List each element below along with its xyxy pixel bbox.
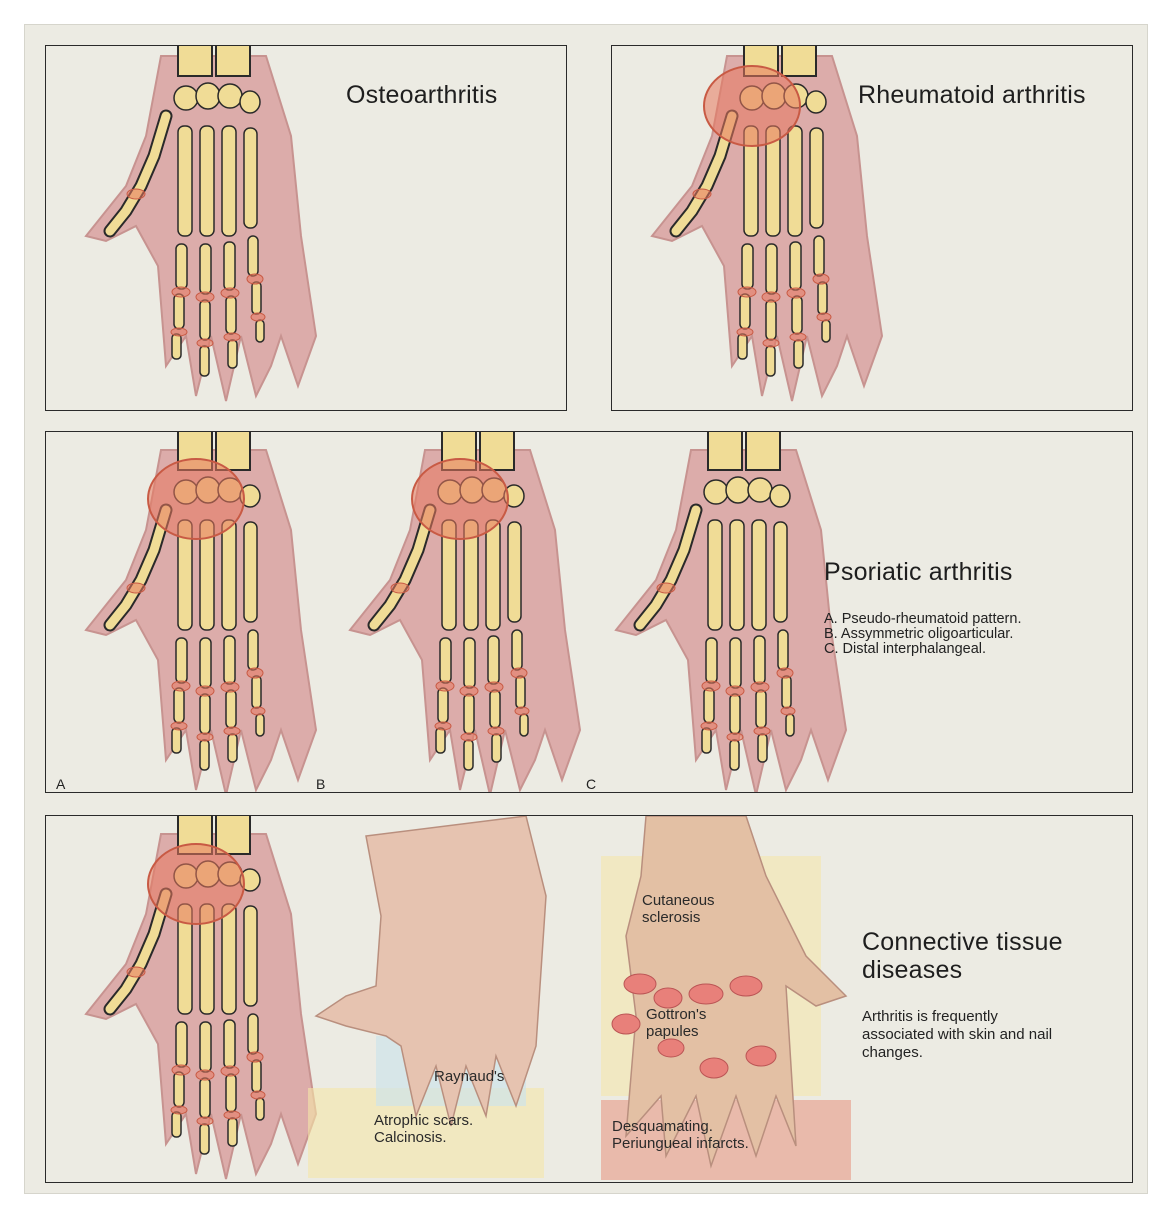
note-line-2: associated with skin and nail — [862, 1026, 1052, 1044]
osteoarthritis-panel: Osteoarthritis — [45, 45, 567, 411]
connective-title: Connective tissue diseases — [862, 928, 1063, 984]
gottron-line-1: Gottron's — [646, 1006, 706, 1023]
connective-title-line-2: diseases — [862, 956, 1063, 984]
raynauds-label: Raynaud's — [434, 1068, 504, 1085]
rheumatoid-panel: Rheumatoid arthritis — [611, 45, 1133, 411]
psoriatic-title: Psoriatic arthritis — [824, 558, 1013, 586]
pattern-item: C. Distal interphalangeal. — [824, 642, 1021, 657]
note-line-3: changes. — [862, 1044, 1052, 1062]
pattern-label-a: A — [56, 776, 65, 792]
desq-line-1: Desquamating. — [612, 1118, 749, 1135]
connective-title-line-1: Connective tissue — [862, 928, 1063, 956]
cutaneous-line-2: sclerosis — [642, 909, 715, 926]
cutaneous-line-1: Cutaneous — [642, 892, 715, 909]
figure-page: Osteoarthritis Rheumatoid arthritis A B … — [24, 24, 1148, 1194]
desquamating-label: Desquamating. Periungueal infarcts. — [612, 1118, 749, 1152]
connective-hands-icon — [46, 816, 1133, 1183]
pattern-label-b: B — [316, 776, 325, 792]
atrophic-line-2: Calcinosis. — [374, 1129, 473, 1146]
connective-tissue-panel: Raynaud's Atrophic scars. Calcinosis. Cu… — [45, 815, 1133, 1183]
connective-note: Arthritis is frequently associated with … — [862, 1008, 1052, 1062]
atrophic-line-1: Atrophic scars. — [374, 1112, 473, 1129]
psoriatic-pattern-list: A. Pseudo-rheumatoid pattern. B. Assymme… — [824, 612, 1021, 657]
rheumatoid-title: Rheumatoid arthritis — [858, 81, 1086, 109]
desq-line-2: Periungueal infarcts. — [612, 1135, 749, 1152]
atrophic-scars-label: Atrophic scars. Calcinosis. — [374, 1112, 473, 1146]
pattern-item: B. Assymmetric oligoarticular. — [824, 627, 1021, 642]
pattern-item: A. Pseudo-rheumatoid pattern. — [824, 612, 1021, 627]
gottron-line-2: papules — [646, 1023, 706, 1040]
psoriatic-panel: A B C Psoriatic arthritis A. Pseudo-rheu… — [45, 431, 1133, 793]
pattern-label-c: C — [586, 776, 596, 792]
cutaneous-sclerosis-label: Cutaneous sclerosis — [642, 892, 715, 926]
gottrons-papules-label: Gottron's papules — [646, 1006, 706, 1040]
osteoarthritis-title: Osteoarthritis — [346, 81, 497, 109]
note-line-1: Arthritis is frequently — [862, 1008, 1052, 1026]
